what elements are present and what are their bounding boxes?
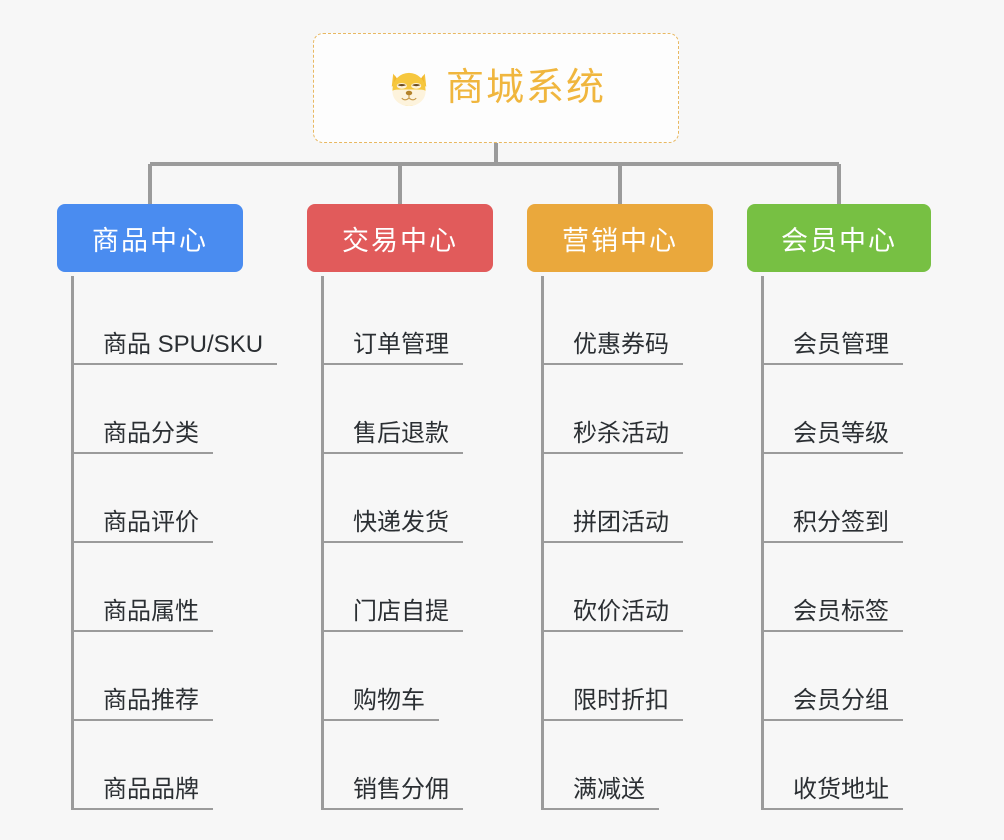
leaf-label: 会员标签 — [761, 600, 903, 632]
leaf-label: 积分签到 — [761, 511, 903, 543]
leaf-label: 销售分佣 — [321, 778, 463, 810]
leaf-item[interactable]: 商品属性 — [71, 543, 293, 632]
leaf-item[interactable]: 会员等级 — [761, 365, 983, 454]
branch-column-3: 会员中心 — [747, 204, 969, 272]
leaf-label: 快递发货 — [321, 511, 463, 543]
leaf-item[interactable]: 门店自提 — [321, 543, 543, 632]
branch-column-2: 营销中心 — [527, 204, 749, 272]
leaf-list-0: 商品 SPU/SKU 商品分类商品评价商品属性商品推荐商品品牌 — [71, 276, 293, 810]
leaf-item[interactable]: 订单管理 — [321, 276, 543, 365]
leaf-list-1: 订单管理售后退款快递发货门店自提购物车销售分佣 — [321, 276, 543, 810]
leaf-label: 售后退款 — [321, 422, 463, 454]
category-label: 商品中心 — [92, 225, 208, 256]
leaf-label: 商品推荐 — [71, 689, 213, 721]
leaf-label: 商品属性 — [71, 600, 213, 632]
leaf-label: 会员等级 — [761, 422, 903, 454]
category-box-2[interactable]: 营销中心 — [527, 204, 713, 272]
leaf-item[interactable]: 会员标签 — [761, 543, 983, 632]
leaf-label: 收货地址 — [761, 778, 903, 810]
leaf-item[interactable]: 限时折扣 — [541, 632, 763, 721]
leaf-label: 会员管理 — [761, 333, 903, 365]
leaf-item[interactable]: 销售分佣 — [321, 721, 543, 810]
leaf-list-3: 会员管理会员等级积分签到会员标签会员分组收货地址 — [761, 276, 983, 810]
leaf-item[interactable]: 满减送 — [541, 721, 763, 810]
leaf-item[interactable]: 购物车 — [321, 632, 543, 721]
leaf-list-2: 优惠券码秒杀活动拼团活动砍价活动限时折扣满减送 — [541, 276, 763, 810]
leaf-item[interactable]: 会员分组 — [761, 632, 983, 721]
leaf-label: 商品评价 — [71, 511, 213, 543]
leaf-item[interactable]: 快递发货 — [321, 454, 543, 543]
branch-column-0: 商品中心 — [57, 204, 279, 272]
leaf-label: 会员分组 — [761, 689, 903, 721]
leaf-label: 限时折扣 — [541, 689, 683, 721]
category-box-1[interactable]: 交易中心 — [307, 204, 493, 272]
root-title: 商城系统 — [445, 67, 606, 109]
leaf-item[interactable]: 秒杀活动 — [541, 365, 763, 454]
leaf-label: 门店自提 — [321, 600, 463, 632]
category-label: 会员中心 — [781, 225, 897, 256]
leaf-label: 优惠券码 — [541, 333, 683, 365]
shiba-dog-icon — [391, 72, 427, 106]
leaf-label: 满减送 — [541, 778, 659, 810]
leaf-label: 砍价活动 — [541, 600, 683, 632]
leaf-item[interactable]: 商品品牌 — [71, 721, 293, 810]
leaf-item[interactable]: 积分签到 — [761, 454, 983, 543]
leaf-label: 商品 SPU/SKU — [71, 333, 278, 365]
leaf-label: 商品品牌 — [71, 778, 213, 810]
leaf-item[interactable]: 售后退款 — [321, 365, 543, 454]
leaf-label: 秒杀活动 — [541, 422, 683, 454]
leaf-item[interactable]: 拼团活动 — [541, 454, 763, 543]
leaf-item[interactable]: 优惠券码 — [541, 276, 763, 365]
category-label: 交易中心 — [342, 225, 458, 256]
leaf-item[interactable]: 商品推荐 — [71, 632, 293, 721]
root-node[interactable]: 商城系统 — [313, 33, 679, 143]
leaf-item[interactable]: 会员管理 — [761, 276, 983, 365]
category-box-0[interactable]: 商品中心 — [57, 204, 243, 272]
category-box-3[interactable]: 会员中心 — [747, 204, 931, 272]
leaf-label: 购物车 — [321, 689, 439, 721]
leaf-label: 商品分类 — [71, 422, 213, 454]
category-label: 营销中心 — [562, 225, 678, 256]
leaf-item[interactable]: 砍价活动 — [541, 543, 763, 632]
leaf-item[interactable]: 商品评价 — [71, 454, 293, 543]
leaf-item[interactable]: 商品 SPU/SKU — [71, 276, 293, 365]
leaf-item[interactable]: 商品分类 — [71, 365, 293, 454]
leaf-label: 拼团活动 — [541, 511, 683, 543]
leaf-label: 订单管理 — [321, 333, 463, 365]
branch-column-1: 交易中心 — [307, 204, 529, 272]
leaf-item[interactable]: 收货地址 — [761, 721, 983, 810]
